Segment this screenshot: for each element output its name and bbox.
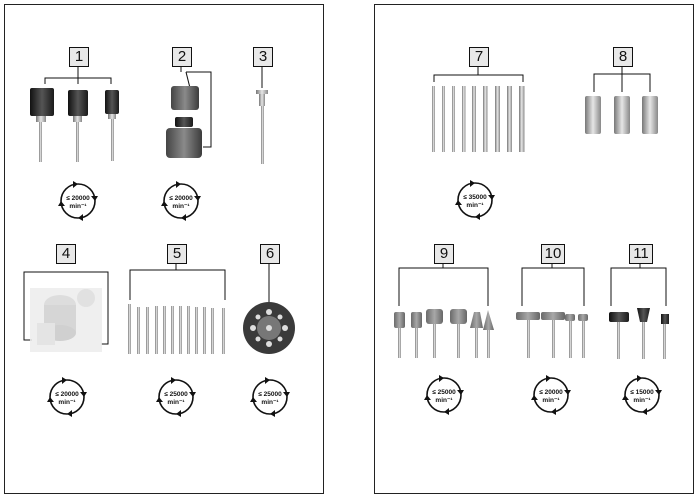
- speed-badge-2: ≤ 20000 min⁻¹: [161, 181, 201, 221]
- item-1-sanding-drums: [30, 88, 119, 162]
- item-number-9: 9: [434, 244, 454, 264]
- item-number-3: 3: [253, 47, 273, 67]
- speed-unit: min⁻¹: [167, 399, 185, 406]
- item-6-cutting-disc: [243, 263, 295, 354]
- rotation-arrows-icon: [531, 375, 571, 415]
- item-2-drawing: [180, 67, 212, 148]
- item-8-collets: [585, 96, 658, 134]
- rotation-arrows-icon: [455, 180, 495, 220]
- item-number-7: 7: [469, 47, 489, 67]
- speed-badge-1: ≤ 20000 min⁻¹: [58, 181, 98, 221]
- speed-badge-10: ≤ 20000 min⁻¹: [531, 375, 571, 415]
- rotation-arrows-icon: [47, 377, 87, 417]
- item-4-polishing-wheel: [30, 288, 102, 352]
- speed-badge-9: ≤ 25000 min⁻¹: [424, 375, 464, 415]
- item-7-drill-bits: [432, 86, 525, 152]
- rotation-arrows-icon: [58, 181, 98, 221]
- item-number-5: 5: [167, 244, 187, 264]
- speed-badge-11: ≤ 15000 min⁻¹: [622, 375, 662, 415]
- item-number-4: 4: [56, 244, 76, 264]
- speed-badge-6: ≤ 25000 min⁻¹: [250, 377, 290, 417]
- speed-unit: min⁻¹: [261, 399, 279, 406]
- item-8-drawing: [593, 67, 651, 92]
- speed-unit: min⁻¹: [542, 397, 560, 404]
- item-number-10: 10: [541, 244, 565, 264]
- speed-value: ≤ 15000: [630, 389, 654, 396]
- item-10-drawing: [521, 263, 585, 306]
- item-5-engraving-bits: [128, 304, 225, 354]
- item-11-drawing: [610, 263, 667, 306]
- speed-unit: min⁻¹: [69, 203, 87, 210]
- rotation-arrows-icon: [250, 377, 290, 417]
- rotation-arrows-icon: [622, 375, 662, 415]
- item-2-sanding-sleeves: [166, 86, 202, 158]
- item-number-6: 6: [260, 244, 280, 264]
- speed-value: ≤ 20000: [55, 391, 79, 398]
- rotation-arrows-icon: [424, 375, 464, 415]
- speed-value: ≤ 20000: [169, 195, 193, 202]
- speed-badge-4: ≤ 20000 min⁻¹: [47, 377, 87, 417]
- item-11-brushes: [609, 308, 669, 359]
- item-number-2: 2: [172, 47, 192, 67]
- speed-unit: min⁻¹: [633, 397, 651, 404]
- speed-unit: min⁻¹: [58, 399, 76, 406]
- speed-unit: min⁻¹: [466, 202, 484, 209]
- speed-unit: min⁻¹: [435, 397, 453, 404]
- speed-unit: min⁻¹: [172, 203, 190, 210]
- item-3-mandrel: [256, 67, 268, 164]
- item-9-grinding-stones: [394, 309, 494, 358]
- item-number-8: 8: [613, 47, 633, 67]
- item-number-11: 11: [629, 244, 653, 264]
- item-9-drawing: [398, 263, 489, 306]
- item-4-drawing: [23, 271, 109, 345]
- rotation-arrows-icon: [156, 377, 196, 417]
- item-10-grinding-wheels: [516, 312, 588, 358]
- speed-value: ≤ 25000: [258, 391, 282, 398]
- item-number-1: 1: [69, 47, 89, 67]
- speed-value: ≤ 35000: [463, 194, 487, 201]
- item-7-drawing: [433, 67, 524, 82]
- speed-badge-7: ≤ 35000 min⁻¹: [455, 180, 495, 220]
- speed-value: ≤ 25000: [432, 389, 456, 396]
- speed-value: ≤ 20000: [66, 195, 90, 202]
- speed-value: ≤ 25000: [164, 391, 188, 398]
- item-1-drawing: [44, 67, 112, 84]
- speed-badge-5: ≤ 25000 min⁻¹: [156, 377, 196, 417]
- speed-value: ≤ 20000: [539, 389, 563, 396]
- rotation-arrows-icon: [161, 181, 201, 221]
- item-5-drawing: [129, 263, 226, 300]
